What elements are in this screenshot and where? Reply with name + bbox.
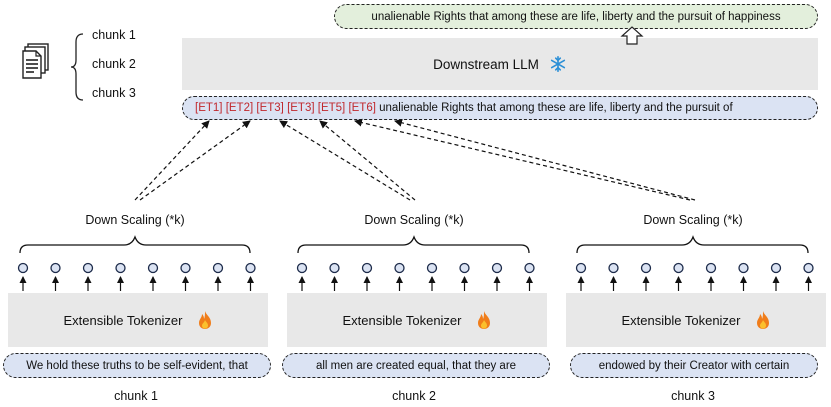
token-node xyxy=(147,262,159,274)
token-node xyxy=(770,262,782,274)
fire-icon xyxy=(476,310,492,330)
arrow-c1-et2 xyxy=(139,120,251,201)
arrow-c3-et6 xyxy=(394,118,696,201)
arrow-c2-et3b xyxy=(319,120,416,201)
token-node xyxy=(459,262,470,274)
token-node xyxy=(296,262,308,274)
input-text-pill-1: We hold these truths to be self-evident,… xyxy=(3,353,271,378)
input-sequence-pill: [ET1] [ET2] [ET3] [ET3] [ET5] [ET6] unal… xyxy=(182,96,818,120)
token-node xyxy=(524,262,535,274)
downscale-label-1: Down Scaling (*k) xyxy=(85,213,185,227)
document-icon xyxy=(22,43,52,81)
input-text-pill-2: all men are created equal, that they are xyxy=(282,353,550,378)
token-node xyxy=(640,262,652,274)
doc-chunk-3: chunk 3 xyxy=(92,86,136,100)
chunk-label-3: chunk 3 xyxy=(671,389,715,403)
token-node xyxy=(673,262,684,274)
token-node xyxy=(82,262,94,274)
snowflake-icon xyxy=(549,55,567,73)
token-node xyxy=(361,262,373,274)
extensible-token-6: [ET6] xyxy=(348,102,376,114)
output-text-pill: unalienable Rights that among these are … xyxy=(334,4,818,29)
chunk-list-brace xyxy=(70,32,84,102)
arrow-c1-et1 xyxy=(134,120,210,201)
token-node xyxy=(575,262,587,274)
tokenizer-label-1: Extensible Tokenizer xyxy=(63,312,183,328)
input-sequence-text: unalienable Rights that among these are … xyxy=(379,102,733,114)
fire-icon xyxy=(197,310,213,330)
token-node xyxy=(245,262,256,274)
token-node xyxy=(17,262,29,274)
arrow-c2-et3a xyxy=(279,120,411,201)
token-node xyxy=(212,262,224,274)
token-node xyxy=(50,262,61,274)
extensible-token-5: [ET5] xyxy=(317,102,346,114)
extensible-token-4: [ET3] xyxy=(287,102,315,114)
token-node xyxy=(705,262,717,274)
tokenizer-label-2: Extensible Tokenizer xyxy=(342,312,462,328)
doc-chunk-2: chunk 2 xyxy=(92,57,136,71)
token-node xyxy=(394,262,405,274)
downscale-label-2: Down Scaling (*k) xyxy=(364,213,464,227)
brace-col1 xyxy=(19,235,251,254)
extensible-token-2: [ET2] xyxy=(225,102,254,114)
token-node xyxy=(329,262,340,274)
input-text-2: all men are created equal, that they are xyxy=(315,359,517,372)
tokenizer-box-1: Extensible Tokenizer xyxy=(8,293,268,347)
token-node xyxy=(426,262,438,274)
llm-label: Downstream LLM xyxy=(433,56,539,72)
extensible-token-1: [ET1] xyxy=(195,102,223,114)
doc-chunk-1: chunk 1 xyxy=(92,28,136,42)
chunk-label-2: chunk 2 xyxy=(392,389,436,403)
fire-icon xyxy=(755,310,771,330)
brace-col3 xyxy=(576,235,809,254)
input-text-3: endowed by their Creator with certain xyxy=(598,359,790,372)
tokenizer-label-3: Extensible Tokenizer xyxy=(621,312,741,328)
extensible-token-3: [ET3] xyxy=(256,102,284,114)
input-text-pill-3: endowed by their Creator with certain xyxy=(570,353,818,378)
chunk-label-1: chunk 1 xyxy=(114,389,158,403)
tokenizer-box-3: Extensible Tokenizer xyxy=(566,293,826,347)
downscale-label-3: Down Scaling (*k) xyxy=(643,213,743,227)
token-node xyxy=(738,262,749,274)
downstream-llm-box: Downstream LLM xyxy=(182,38,818,90)
tokenizer-box-2: Extensible Tokenizer xyxy=(287,293,547,347)
arrow-c3-et5 xyxy=(354,118,691,201)
output-text: unalienable Rights that among these are … xyxy=(371,10,781,23)
token-node xyxy=(491,262,503,274)
token-node xyxy=(115,262,126,274)
output-arrow xyxy=(620,26,644,45)
token-node xyxy=(180,262,191,274)
token-node xyxy=(803,262,814,274)
token-node xyxy=(608,262,619,274)
brace-col2 xyxy=(297,235,530,254)
input-text-1: We hold these truths to be self-evident,… xyxy=(26,359,248,372)
